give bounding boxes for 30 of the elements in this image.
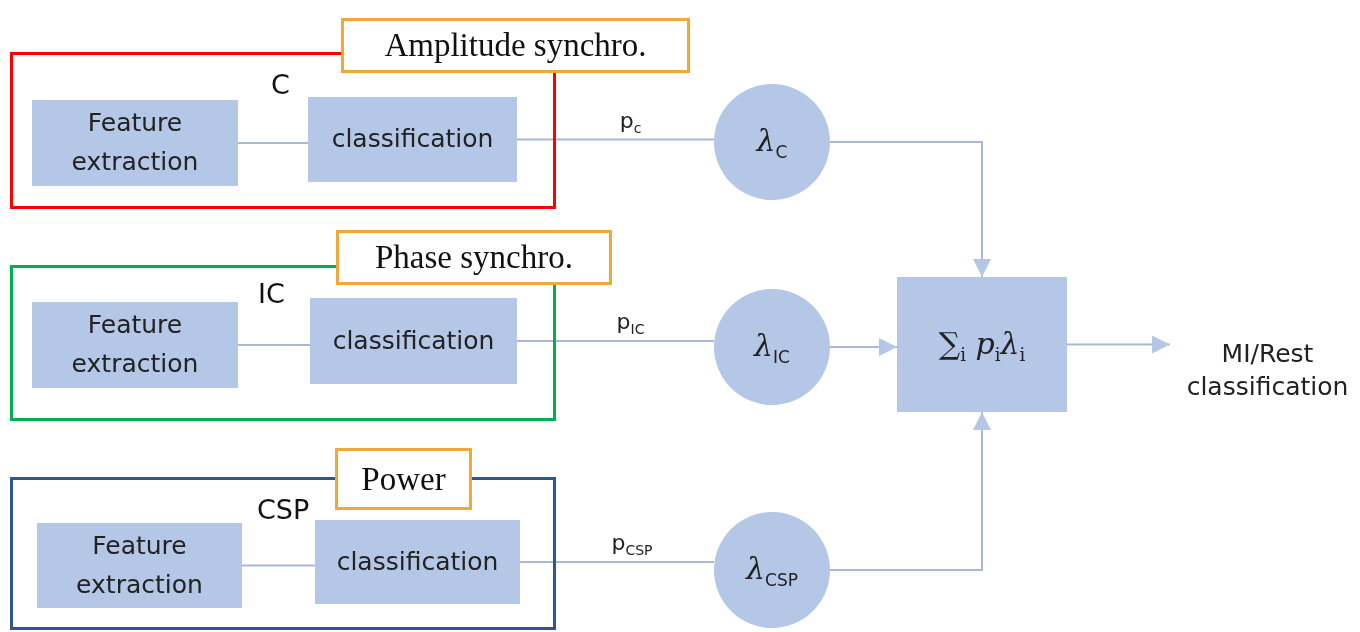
edge-label: p$_{CSP}$ <box>611 529 653 558</box>
sum-box: ∑$_{i}$ p$_{i}$λ$_{i}$ <box>897 277 1067 412</box>
group-heading: CSP <box>257 496 310 523</box>
category-tag: Amplitude synchro. <box>341 18 690 73</box>
process-box: classification <box>308 97 517 182</box>
weight-circle: λ$_{CSP}$ <box>714 512 830 628</box>
arrow <box>829 141 991 278</box>
process-box: Feature extraction <box>32 100 238 186</box>
connector-line <box>519 561 715 563</box>
group-heading: IC <box>258 280 285 307</box>
edge-label: p$_{IC}$ <box>616 308 645 337</box>
weight-circle: λ$_{C}$ <box>714 84 830 200</box>
group-heading: C <box>271 71 290 98</box>
arrow <box>829 338 898 356</box>
output-label: MI/Rest classification <box>1170 338 1360 398</box>
connector-line <box>516 340 715 342</box>
arrow <box>1066 335 1171 354</box>
process-box: Feature extraction <box>37 523 242 608</box>
edge-label: p$_{c}$ <box>619 107 642 136</box>
process-box: classification <box>310 298 517 384</box>
category-tag: Phase synchro. <box>336 230 612 285</box>
arrow <box>829 411 991 571</box>
process-box: Feature extraction <box>32 302 238 388</box>
connector-line <box>516 138 715 141</box>
weight-circle: λ$_{IC}$ <box>714 289 830 405</box>
process-box: classification <box>315 520 520 604</box>
category-tag: Power <box>335 448 472 510</box>
connector-line <box>237 142 309 144</box>
connector-line <box>237 344 311 346</box>
connector-line <box>241 564 316 567</box>
